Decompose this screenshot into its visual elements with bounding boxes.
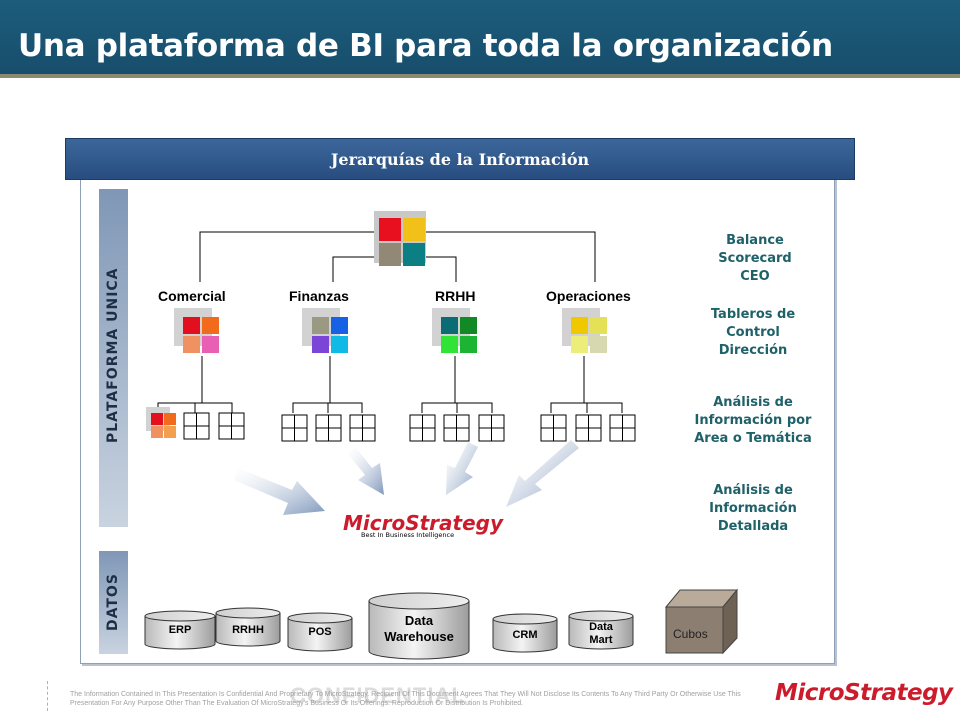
side-label-line: CEO [740,269,770,284]
rrhh-source-label: RRHH [232,624,264,636]
finanzas-icon [302,308,348,353]
side-label-line: Análisis de [713,483,793,498]
footer-disclaimer: The Information Contained In This Presen… [70,691,741,707]
crm-cylinder [492,613,558,653]
side-label-line: Control [726,325,780,340]
flow-arrows [234,440,579,515]
top-level-icon [374,211,426,266]
side-label-balance-scorecard: Balance Scorecard CEO [700,232,810,286]
footer-logo: MicroStrategy [775,680,953,706]
erp-label: ERP [168,624,192,636]
comercial-icon [174,308,219,353]
data-band: DATOS [99,551,128,654]
category-label-operaciones: Operaciones [546,288,631,304]
category-label-comercial: Comercial [158,288,226,304]
logo-wordmark: MicroStrategy [343,511,504,535]
data-warehouse-cylinder [368,592,470,660]
footer-divider [47,681,48,711]
data-mart-cylinder [568,610,634,650]
category-label-rrhh: RRHH [435,288,476,304]
detail-grid-icons [146,407,176,438]
cubos-cube [664,588,739,655]
confidential-watermark: CONFIDENTIAL [290,683,466,708]
data-warehouse-label-line: Warehouse [384,629,454,644]
side-label-line: Dirección [718,343,788,358]
side-label-line: Información por [694,413,812,428]
side-label-analisis-detallada: Análisis de Información Detallada [693,482,813,536]
pos-label: POS [308,626,332,638]
slide-title: Una plataforma de BI para toda la organi… [18,28,833,64]
side-label-line: Análisis de [713,395,793,410]
empty-grid-icons [183,412,636,442]
microstrategy-logo: MicroStrategy Best In Business Intellige… [343,511,504,539]
header-label: Jerarquías de la Información [330,150,590,169]
erp-cylinder [144,610,216,650]
category-label-finanzas: Finanzas [289,288,349,304]
data-mart-label-line: Data [589,621,613,633]
crm-label: CRM [512,629,538,641]
side-label-analisis-area: Análisis de Información por Area o Temát… [683,394,823,448]
cubos-label: Cubos [673,627,708,641]
side-label-line: Tableros de [710,307,796,322]
side-label-line: Area o Temática [694,431,812,446]
side-label-line: Scorecard [718,251,792,266]
pos-cylinder [287,612,353,652]
data-mart-label-line: Mart [589,634,613,646]
side-label-line: Balance [726,233,784,248]
title-bar: Una plataforma de BI para toda la organi… [0,0,960,78]
data-warehouse-label-line: Data [404,613,434,628]
data-warehouse-label: Data Warehouse [369,613,469,645]
side-label-line: Detallada [717,519,789,534]
operaciones-icon [562,308,607,353]
rrhh-cylinder [215,607,281,647]
side-label-tableros: Tableros de Control Dirección [693,306,813,360]
logo-tagline: Best In Business Intelligence [361,531,454,539]
platform-band: PLATAFORMA UNICA [99,189,128,527]
header-band: Jerarquías de la Información [65,138,855,180]
side-label-line: Información [709,501,797,516]
data-mart-label: Data Mart [569,621,633,647]
rrhh-icon [432,308,477,353]
